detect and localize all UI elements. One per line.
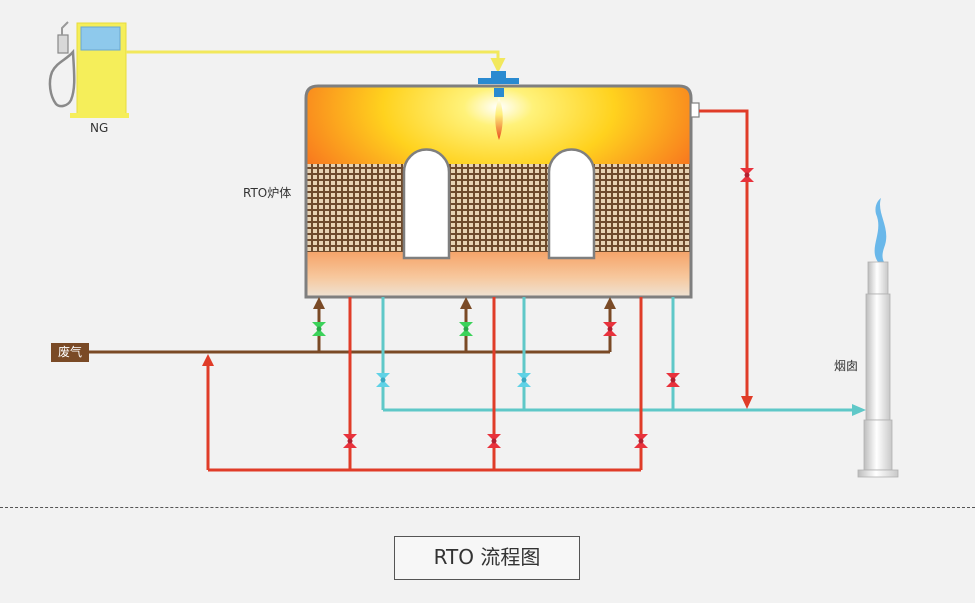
fuel-nozzle-icon	[48, 21, 76, 108]
valve-icon[interactable]	[312, 322, 326, 336]
divider	[0, 507, 975, 508]
valve-icon[interactable]	[517, 373, 531, 387]
valve-icon[interactable]	[343, 434, 357, 448]
valve-icon[interactable]	[634, 434, 648, 448]
flame-icon	[495, 97, 503, 140]
clean-gas-arrow	[852, 404, 866, 416]
waste-gas-label: 废气	[51, 343, 89, 362]
chimney-icon	[857, 198, 899, 478]
regenerator-chamber-left	[402, 148, 451, 260]
fuel-pump-icon	[70, 22, 129, 118]
ng-label: NG	[90, 121, 109, 135]
valve-icon[interactable]	[740, 168, 754, 182]
regenerator-chamber-right	[547, 148, 596, 260]
rto-body-label: RTO炉体	[243, 186, 292, 200]
rto-furnace	[304, 84, 700, 299]
valve-icon[interactable]	[487, 434, 501, 448]
ng-gas-line	[126, 50, 506, 73]
valve-icon[interactable]	[459, 322, 473, 336]
valve-icon[interactable]	[666, 373, 680, 387]
burner-icon	[478, 71, 519, 97]
chimney-label: 烟囱	[834, 359, 859, 373]
diagram-title: RTO 流程图	[394, 536, 580, 580]
waste-gas-arrows	[313, 297, 616, 309]
valve-icon[interactable]	[376, 373, 390, 387]
valve-icon[interactable]	[603, 322, 617, 336]
hot-gas-arrows	[202, 354, 753, 409]
clean-gas-lines	[381, 297, 854, 412]
